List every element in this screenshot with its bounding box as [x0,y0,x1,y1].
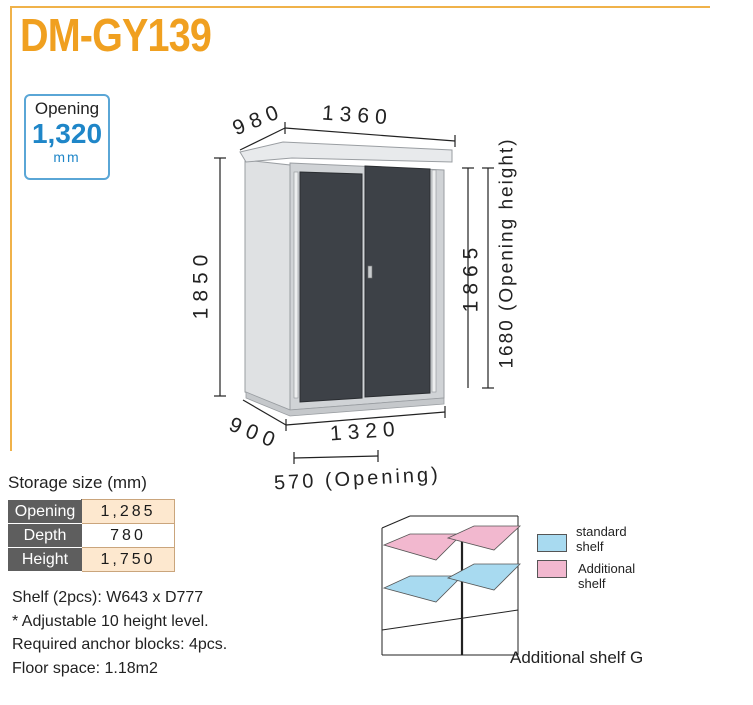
legend-standard-line1: standard [576,524,627,539]
legend-additional-line1: Additional [578,561,636,576]
door-rail-left [293,171,299,399]
legend-additional-label: Additional shelf [578,561,635,591]
note-anchor: Required anchor blocks: 4pcs. [12,636,228,653]
storage-table: Opening 1,285 Depth 780 Height 1,750 [8,499,175,572]
shelf-standard-left [382,575,463,603]
legend-standard-label: standard shelf [576,524,627,554]
shed-roof [239,141,453,163]
model-title: DM-GY139 [20,9,212,61]
shed-door-right [364,165,431,398]
storage-row-opening: Opening 1,285 [8,499,175,524]
storage-label: Opening [8,499,82,524]
dim-height-left: 1850 [189,248,213,320]
storage-row-depth: Depth 780 [8,523,175,548]
storage-value: 780 [81,523,175,548]
storage-value: 1,750 [81,547,175,572]
legend-standard-line2: shelf [576,539,604,554]
frame-left-border [10,6,12,451]
shed-door-left [299,171,363,403]
storage-value: 1,285 [81,499,175,524]
dim-top-width: 1360 [321,101,394,130]
legend-additional-swatch [537,560,567,578]
shelf-standard-right [446,563,521,591]
spec-notes: Shelf (2pcs): W643 x D777 * Adjustable 1… [12,586,227,680]
storage-row-height: Height 1,750 [8,547,175,572]
shelf-diagram [381,515,522,656]
dimension-lines [214,122,494,464]
note-floor-space: Floor space: 1.18m2 [12,659,158,677]
shed-base [245,391,445,417]
shed-side-panel [244,159,291,411]
legend-additional-line2: shelf [578,576,606,591]
opening-badge: Opening 1,320 mm [24,94,110,180]
storage-label: Depth [8,523,82,548]
opening-badge-unit: mm [53,149,81,165]
door-rail-right [431,169,437,393]
opening-badge-label: Opening [34,99,100,118]
dim-opening-height: 1680 (Opening height) [496,137,518,369]
dim-bottom-width: 1320 [329,417,402,446]
storage-title: Storage size (mm) [8,473,147,492]
storage-label: Height [8,547,82,572]
door-handle [367,265,373,279]
legend-standard-swatch [537,534,567,552]
frame-top-border [10,6,710,8]
opening-badge-value: 1,320 [31,118,103,149]
shelf-additional-right [446,525,522,551]
note-adjustable: * Adjustable 10 height level. [12,612,209,630]
shelf-caption: Additional shelf G [510,648,644,667]
dim-height-right: 1865 [459,241,483,313]
note-shelf: Shelf (2pcs): W643 x D777 [12,589,204,606]
